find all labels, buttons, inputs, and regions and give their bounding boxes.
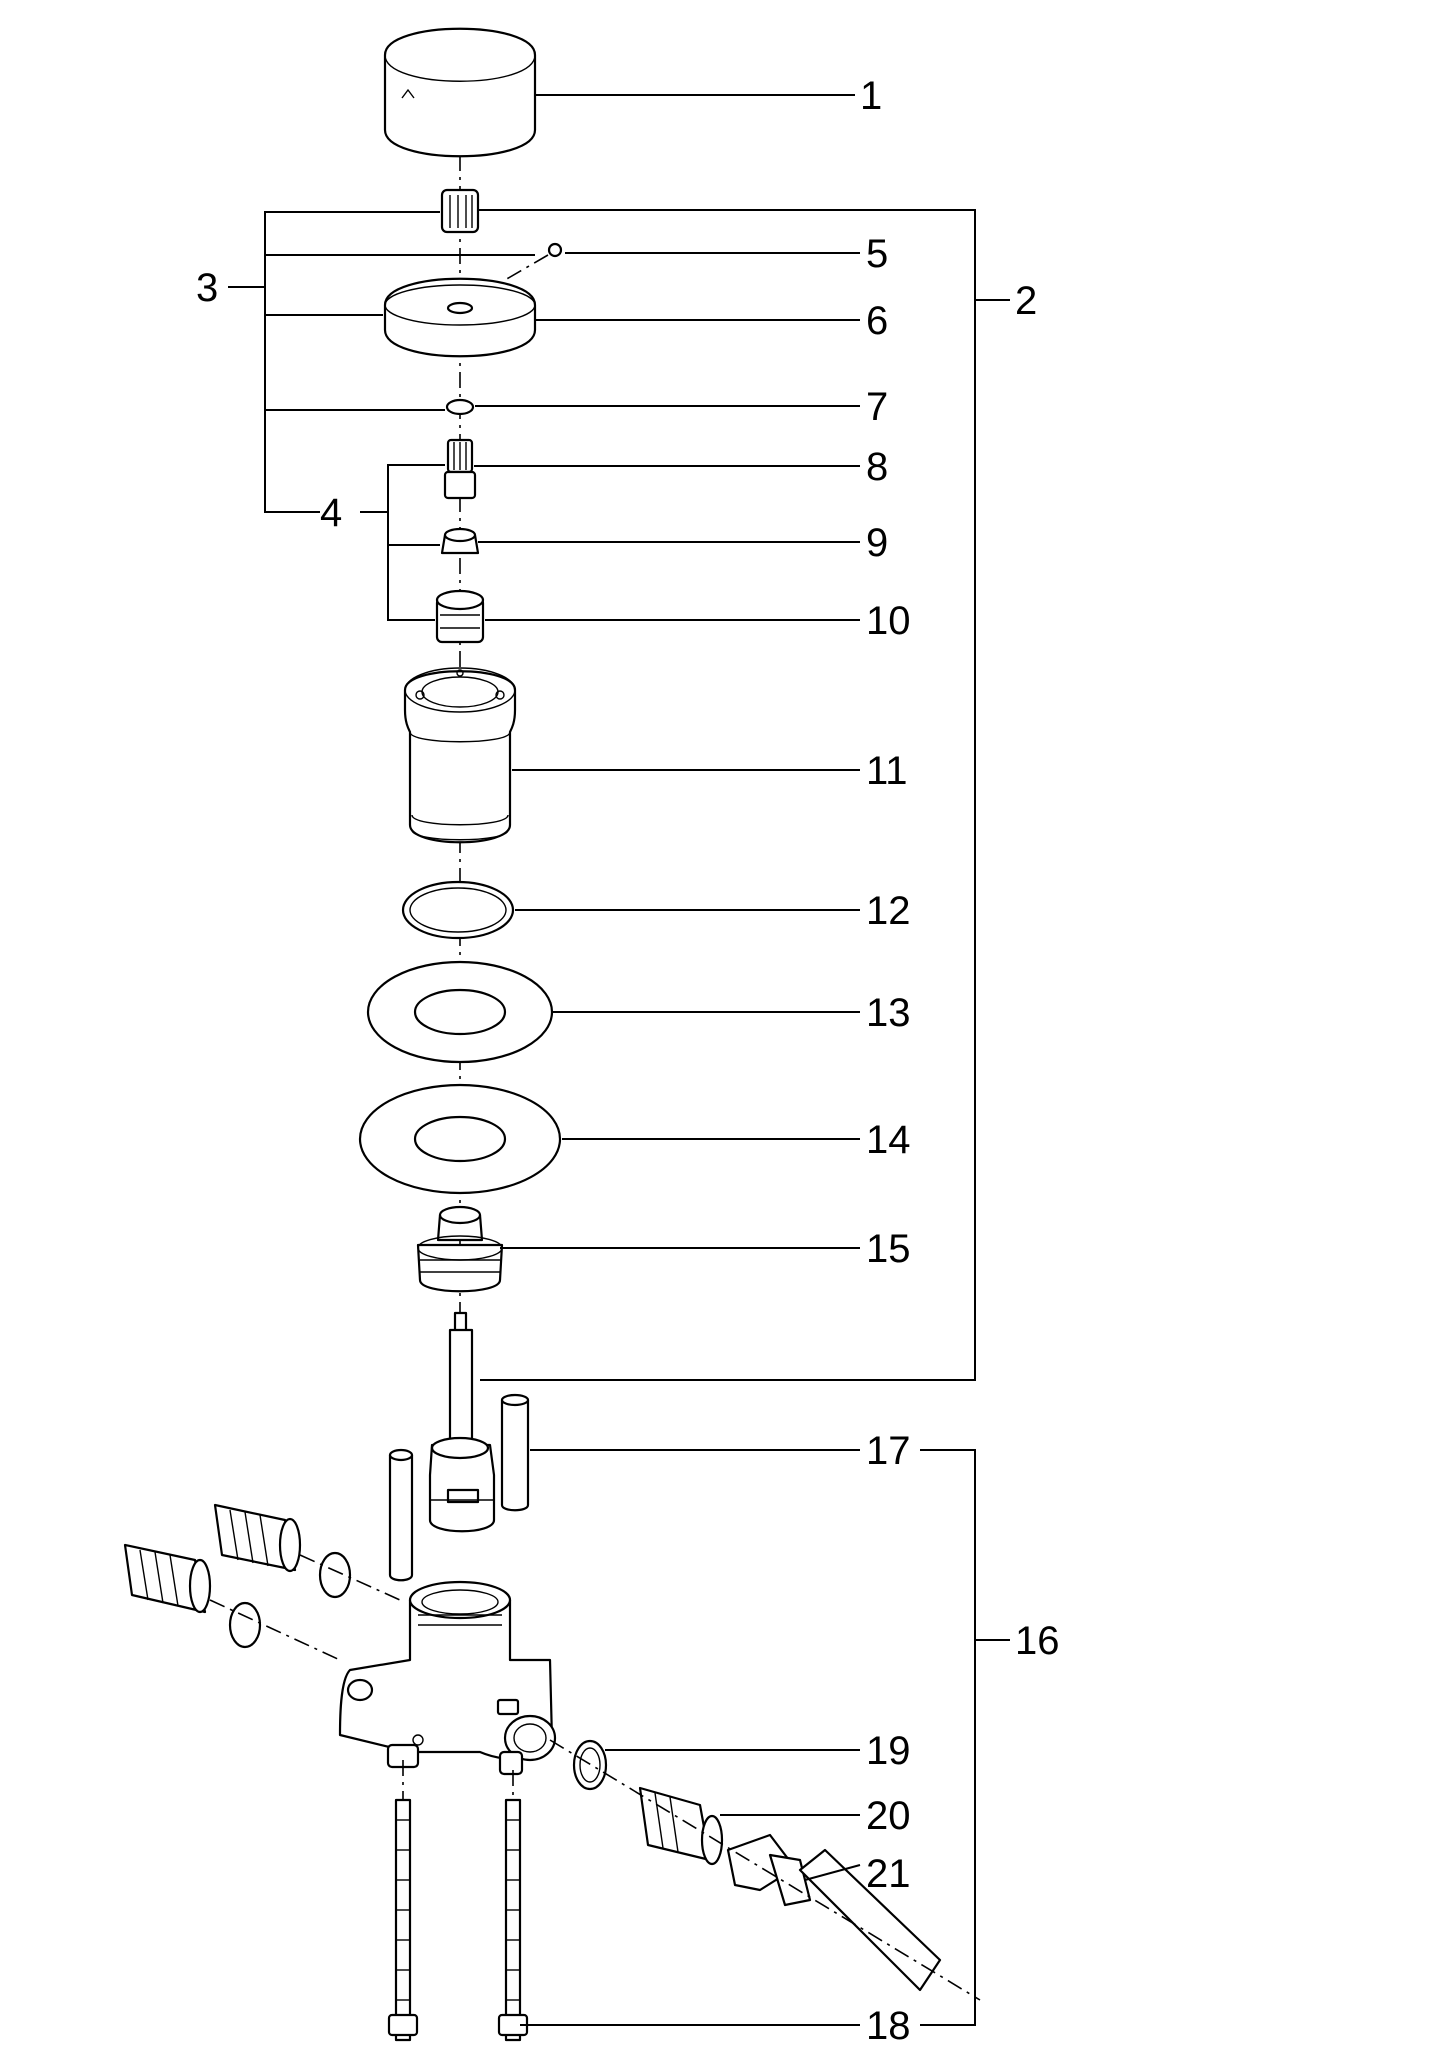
part-6-rosette-disc: [383, 277, 537, 358]
leader-lines: [228, 94, 1010, 2026]
part-20-outlet-fitting: [638, 1786, 724, 1866]
part-10-threaded-sleeve: [435, 589, 485, 644]
label-6: 6: [866, 299, 888, 343]
part-inlet-fitting-upper: [213, 1503, 302, 1573]
part-11-extension-housing: [403, 667, 517, 844]
label-8: 8: [866, 445, 888, 489]
part-18-bolt-left: [387, 1798, 419, 2042]
label-19: 19: [866, 1729, 911, 1773]
label-10: 10: [866, 599, 911, 643]
label-21: 21: [866, 1852, 911, 1896]
part-spline-insert: [440, 188, 480, 234]
label-13: 13: [866, 991, 911, 1035]
inlet-axis-lower: [209, 1599, 341, 1661]
outlet-axis: [549, 1739, 981, 2001]
part-17-cartridge: [388, 1393, 530, 1582]
part-valve-stem: [448, 1311, 474, 1467]
part-9-nut: [440, 527, 480, 555]
part-14-wall-plate: [358, 1083, 562, 1195]
label-18: 18: [866, 2004, 911, 2048]
part-8-spindle: [443, 438, 477, 500]
part-5-set-screw: [504, 242, 563, 281]
label-15: 15: [866, 1227, 911, 1271]
label-11: 11: [866, 749, 908, 793]
part-7-small-ring: [445, 398, 475, 416]
label-1: 1: [860, 74, 882, 118]
part-12-o-ring: [401, 880, 515, 940]
part-inlet-fitting-lower: [123, 1543, 212, 1614]
part-15-bonnet-nut: [416, 1205, 504, 1293]
part-valve-body: [338, 1580, 557, 1776]
label-2: 2: [1015, 279, 1037, 323]
inlet-axis-upper: [299, 1554, 401, 1601]
part-13-rosette-plate: [366, 960, 554, 1064]
part-18-bolt-right: [497, 1798, 529, 2042]
label-14: 14: [866, 1118, 911, 1162]
part-19-seal-ring: [572, 1739, 608, 1791]
label-16: 16: [1015, 1619, 1060, 1663]
label-9: 9: [866, 521, 888, 565]
label-3: 3: [196, 266, 218, 310]
label-4: 4: [320, 491, 342, 535]
part-seal-ring-upper: [318, 1551, 352, 1599]
label-17: 17: [866, 1429, 911, 1473]
part-1-handle-cap: [383, 27, 537, 158]
part-seal-ring-lower: [228, 1601, 262, 1649]
label-20: 20: [866, 1794, 911, 1838]
label-7: 7: [866, 385, 888, 429]
label-12: 12: [866, 889, 911, 933]
label-5: 5: [866, 232, 888, 276]
